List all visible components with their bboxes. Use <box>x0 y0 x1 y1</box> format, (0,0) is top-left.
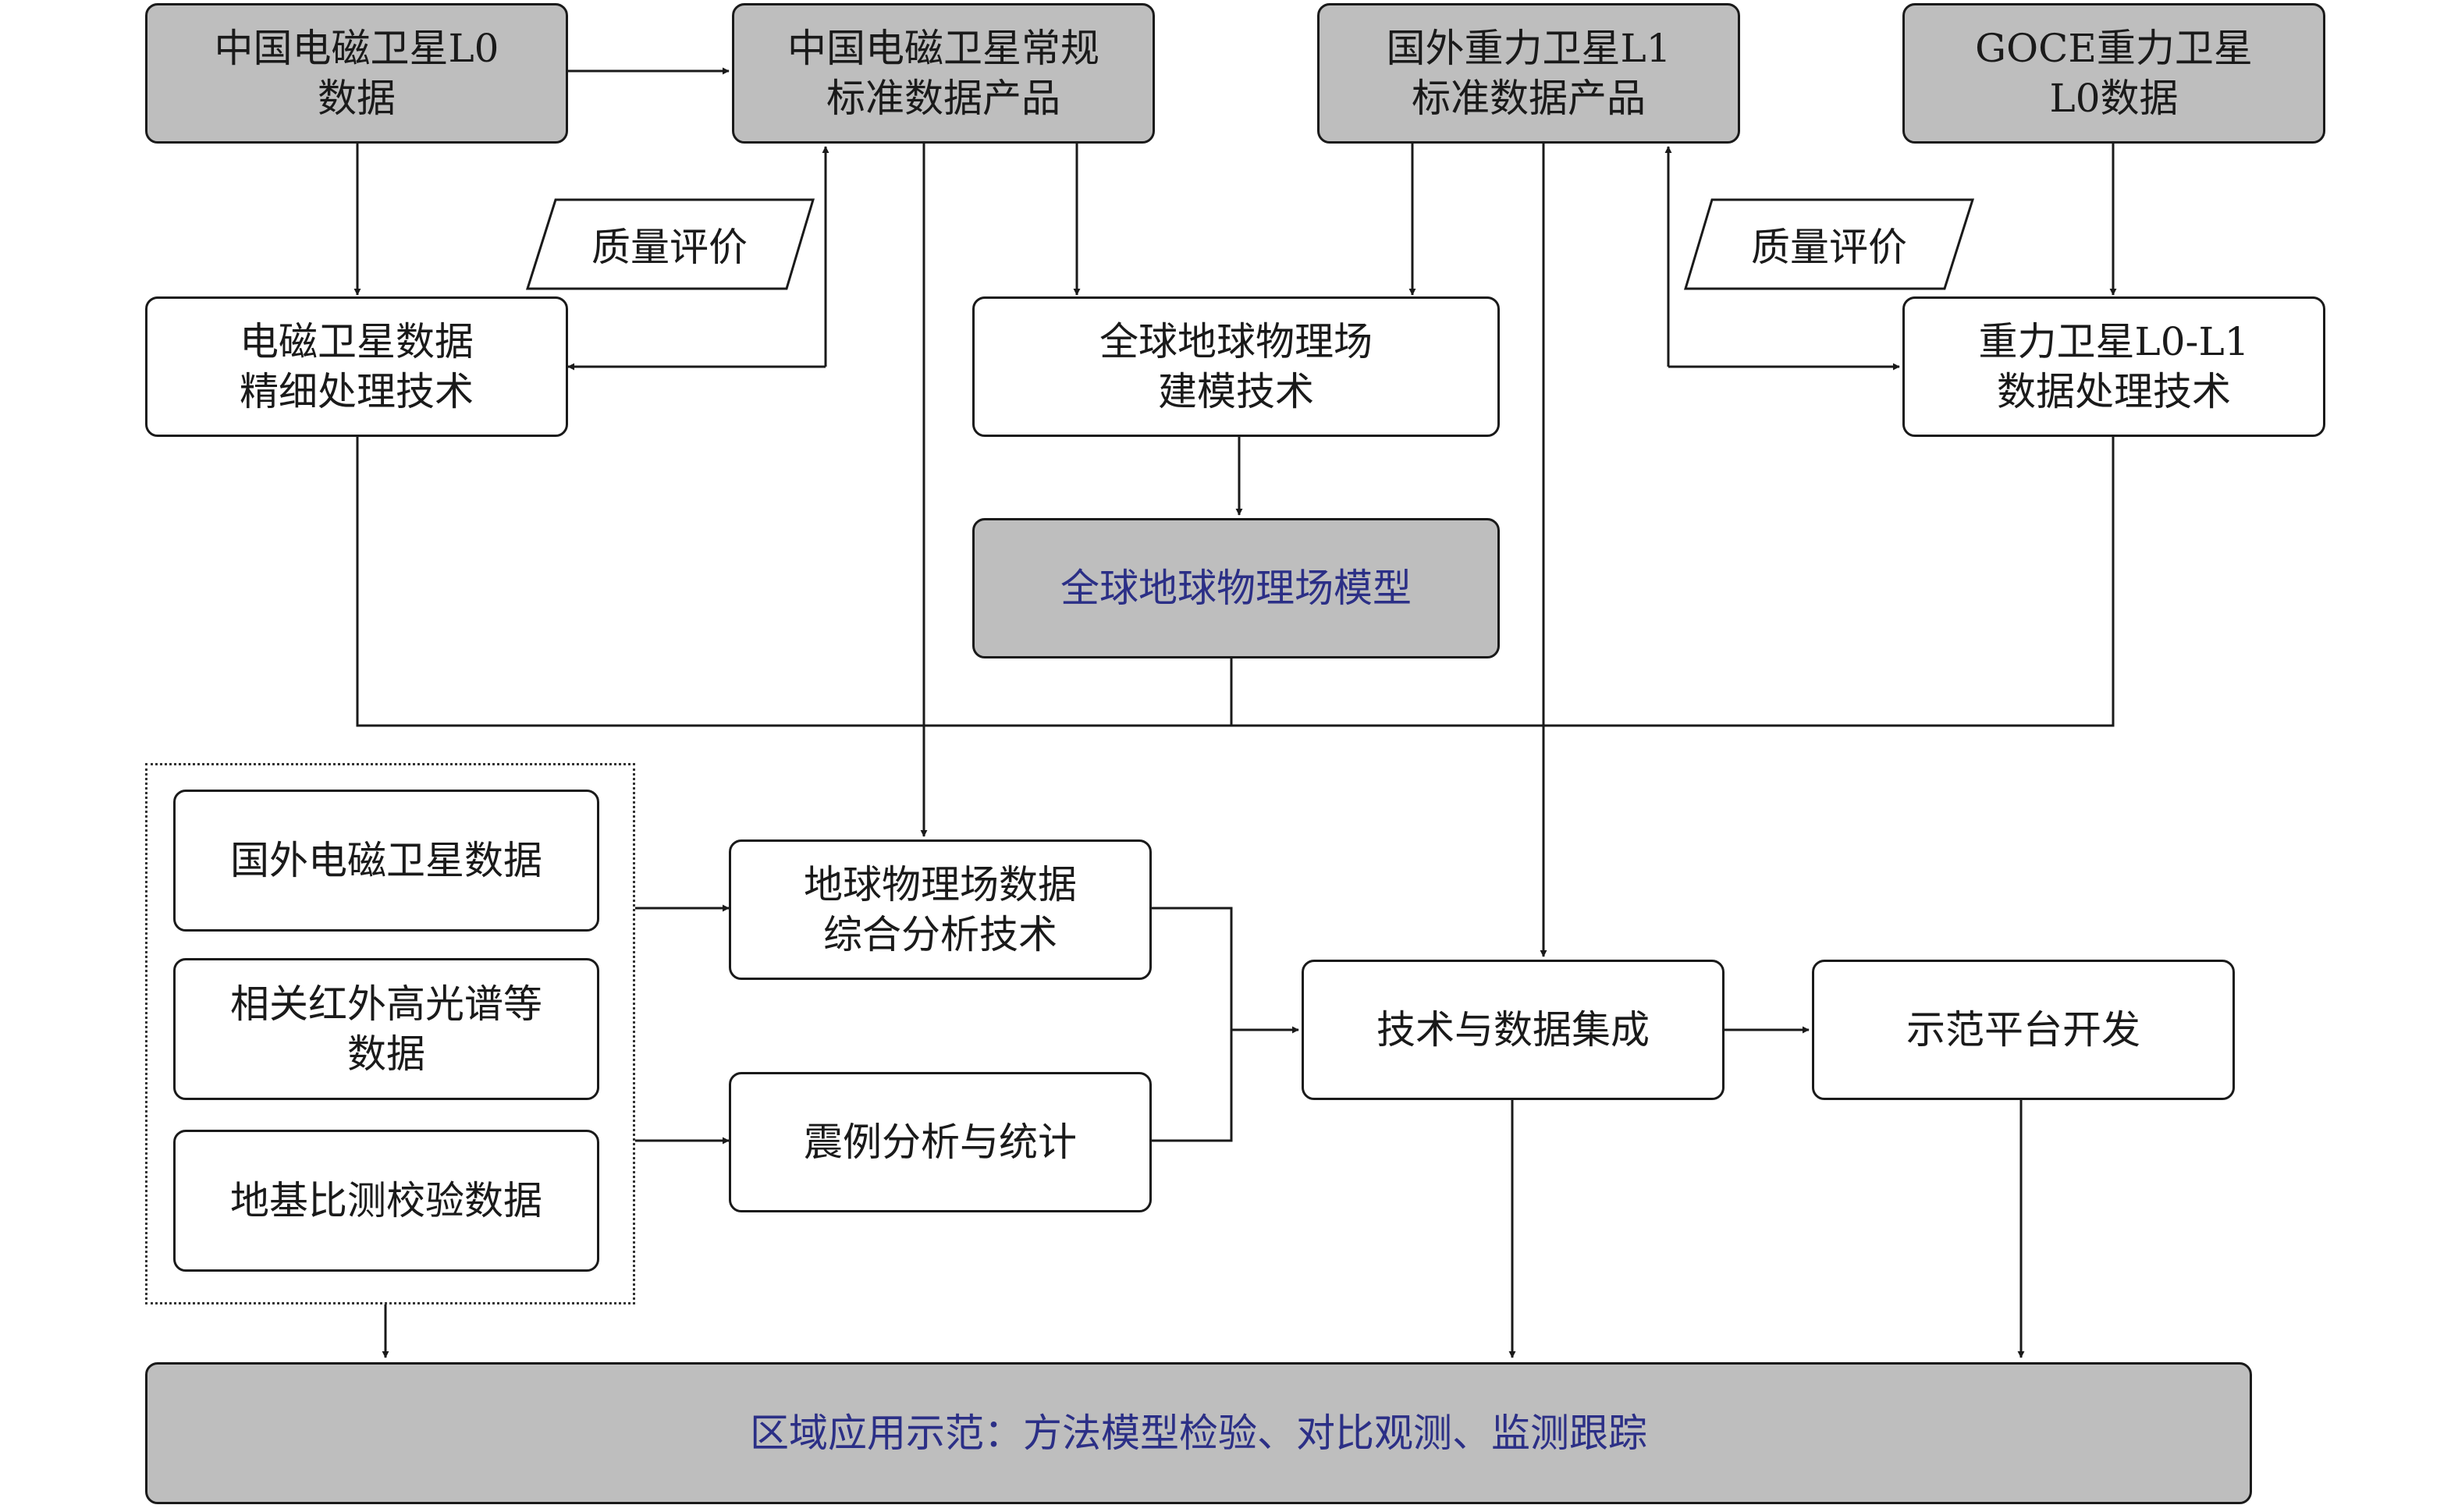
node-ir-hyperspectral: 相关红外高光谱等 数据 <box>173 958 599 1100</box>
node-foreign-em-data: 国外电磁卫星数据 <box>173 790 599 932</box>
node-regional-demo: 区域应用示范：方法模型检验、对比观测、监测跟踪 <box>145 1362 2252 1504</box>
node-global-model: 全球地球物理场模型 <box>972 518 1500 658</box>
node-geo-analysis: 地球物理场数据 综合分析技术 <box>729 839 1152 980</box>
node-ground-validation: 地基比测校验数据 <box>173 1130 599 1272</box>
external-data-group <box>145 763 635 1304</box>
node-em-fine-processing: 电磁卫星数据 精细处理技术 <box>145 296 568 437</box>
node-quake-analysis: 震例分析与统计 <box>729 1072 1152 1212</box>
node-goce-l0: GOCE重力卫星 L0数据 <box>1902 3 2325 144</box>
node-global-modeling: 全球地球物理场 建模技术 <box>972 296 1500 437</box>
quality-eval-left: 质量评价 <box>591 225 748 270</box>
quality-shape-left <box>525 198 815 290</box>
quality-shape-right <box>1683 198 1975 290</box>
connector-em-fine-down <box>356 437 2115 727</box>
node-foreign-grav-l1: 国外重力卫星L1 标准数据产品 <box>1317 3 1740 144</box>
node-platform: 示范平台开发 <box>1812 960 2235 1100</box>
node-integration: 技术与数据集成 <box>1302 960 1725 1100</box>
node-grav-processing: 重力卫星L0-L1 数据处理技术 <box>1902 296 2325 437</box>
connector-geo-analysis-right <box>1149 907 1233 1142</box>
quality-eval-right: 质量评价 <box>1751 225 1907 270</box>
node-em-l0: 中国电磁卫星L0 数据 <box>145 3 568 144</box>
node-em-standard-product: 中国电磁卫星常规 标准数据产品 <box>732 3 1155 144</box>
